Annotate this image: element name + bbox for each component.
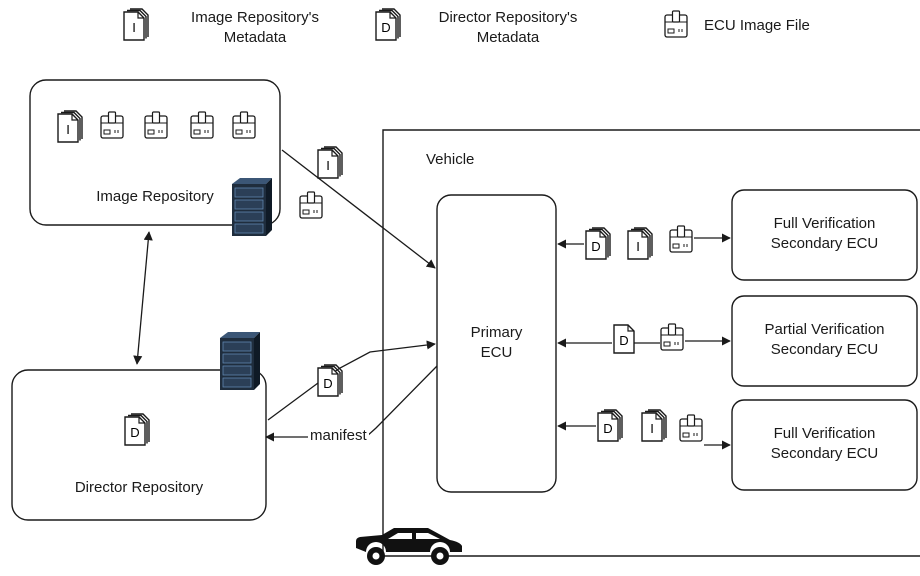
image-repository-label: Image Repository — [96, 188, 214, 205]
doc-letter: D — [381, 20, 390, 35]
image-repo-to-primary-arrow — [281, 149, 436, 269]
director-repo-metadata-icon: D — [125, 414, 149, 445]
car-icon — [356, 528, 462, 565]
director-repository-label: Director Repository — [74, 479, 204, 496]
secondary-ecu-box-3 — [731, 399, 918, 491]
secondary-2-director-metadata-icon: D — [613, 324, 635, 354]
image-repository-box — [29, 79, 281, 226]
image-repo-ecu-image-icon — [100, 111, 124, 139]
secondary-1-image-metadata-icon: I — [628, 228, 652, 259]
doc-letter: D — [603, 421, 612, 436]
doc-letter: D — [591, 239, 600, 254]
vehicle-boundary — [382, 129, 920, 557]
manifest-label: manifest — [308, 426, 369, 446]
doc-letter: D — [619, 333, 628, 348]
legend-director-metadata-icon: D — [376, 9, 400, 40]
vehicle-label: Vehicle — [426, 151, 475, 168]
legend-director-metadata-label: Director Repository's Metadata — [438, 9, 578, 46]
secondary-2-ecu-image-icon — [660, 323, 684, 351]
secondary-ecu-1-label: Full Verification Secondary ECU — [770, 215, 879, 252]
image-repo-ecu-image-icon — [144, 111, 168, 139]
image-repo-ecu-image-icon — [232, 111, 256, 139]
primary-ecu-box — [436, 194, 557, 493]
ecu-image-in-transit-icon — [299, 191, 323, 219]
director-to-primary-arrow — [267, 340, 436, 421]
doc-letter: D — [130, 425, 139, 440]
secondary-3-image-metadata-icon: I — [642, 410, 666, 441]
secondary-1-ecu-image-icon — [669, 225, 693, 253]
repos-sync-arrow — [133, 231, 153, 365]
doc-letter: D — [323, 376, 332, 391]
doc-letter: I — [132, 20, 136, 35]
secondary-ecu-2-label: Partial Verification Secondary ECU — [764, 321, 885, 358]
secondary-3-director-metadata-icon: D — [598, 410, 622, 441]
doc-letter: I — [650, 421, 654, 436]
legend-ecu-image-icon — [664, 10, 688, 38]
legend-image-metadata-label: Image Repository's Metadata — [191, 9, 319, 46]
doc-letter: I — [66, 122, 70, 137]
secondary-ecu-box-2 — [731, 295, 918, 387]
image-repo-metadata-icon: I — [58, 111, 82, 142]
doc-letter: I — [636, 239, 640, 254]
image-repo-ecu-image-icon — [190, 111, 214, 139]
legend-image-metadata-icon: I — [124, 9, 148, 40]
image-metadata-in-transit-icon: I — [318, 147, 342, 178]
secondary-1-director-metadata-icon: D — [586, 228, 610, 259]
director-metadata-in-transit-icon: D — [318, 365, 342, 396]
primary-ecu-label: Primary ECU — [470, 324, 523, 361]
director-repo-server-icon — [219, 331, 261, 391]
secondary-3-ecu-image-icon — [679, 414, 703, 442]
doc-letter: I — [326, 158, 330, 173]
secondary-ecu-box-1 — [731, 189, 918, 281]
secondary-ecu-3-label: Full Verification Secondary ECU — [770, 425, 879, 462]
legend-ecu-image-label: ECU Image File — [704, 17, 810, 34]
